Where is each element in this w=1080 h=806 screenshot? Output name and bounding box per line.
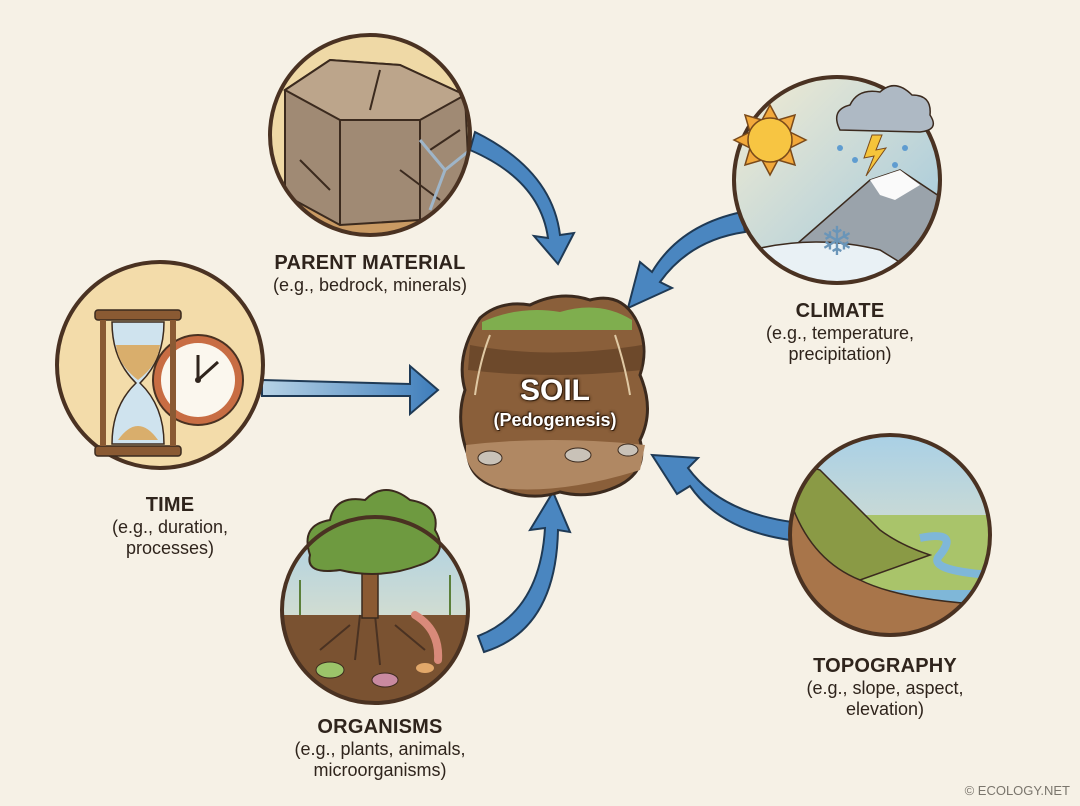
sun-icon <box>732 103 808 177</box>
label-organisms: ORGANISMS (e.g., plants, animals, microo… <box>255 716 505 780</box>
factor-title: PARENT MATERIAL <box>274 252 466 274</box>
factor-example: (e.g., duration, <box>111 517 229 537</box>
factor-title: TOPOGRAPHY <box>813 655 957 677</box>
factor-example: (e.g., bedrock, minerals) <box>272 275 468 295</box>
arrow-time <box>261 363 440 417</box>
factor-example: elevation) <box>845 698 925 719</box>
label-time: TIME (e.g., duration, processes) <box>70 494 270 558</box>
label-parent-material: PARENT MATERIAL (e.g., bedrock, minerals… <box>240 252 500 296</box>
arrow-climate <box>626 210 747 310</box>
soil-center-label: SOIL (Pedogenesis) <box>470 374 640 431</box>
hourglass-icon <box>94 309 182 457</box>
factor-example: microorganisms) <box>313 759 447 780</box>
label-topography: TOPOGRAPHY (e.g., slope, aspect, elevati… <box>780 655 990 719</box>
factor-example: processes) <box>125 537 215 558</box>
arrow-parent-material <box>468 130 576 266</box>
label-climate: CLIMATE (e.g., temperature, precipitatio… <box>740 300 940 364</box>
copyright-credit: © ECOLOGY.NET <box>964 783 1070 798</box>
factor-title: ORGANISMS <box>317 716 443 738</box>
parent-material-illustration <box>268 33 472 237</box>
factor-example: (e.g., temperature, <box>765 323 915 343</box>
soil-title: SOIL <box>519 374 590 407</box>
organisms-illustration <box>280 489 470 705</box>
factor-title: CLIMATE <box>795 300 885 322</box>
factor-example: (e.g., plants, animals, <box>294 739 466 759</box>
climate-illustration: ❄ <box>732 75 942 285</box>
factor-title: TIME <box>145 494 195 516</box>
soil-subtitle: (Pedogenesis) <box>493 410 617 430</box>
topography-illustration <box>788 433 992 637</box>
storm-cloud-icon <box>835 85 935 177</box>
snowflake-icon: ❄ <box>820 219 854 265</box>
time-illustration <box>55 260 265 470</box>
clock-icon <box>152 334 244 426</box>
arrow-organisms <box>476 489 572 654</box>
factor-example: precipitation) <box>788 343 892 364</box>
soil-illustration <box>459 294 649 498</box>
factor-example: (e.g., slope, aspect, <box>806 678 964 698</box>
arrow-topography <box>650 453 794 542</box>
